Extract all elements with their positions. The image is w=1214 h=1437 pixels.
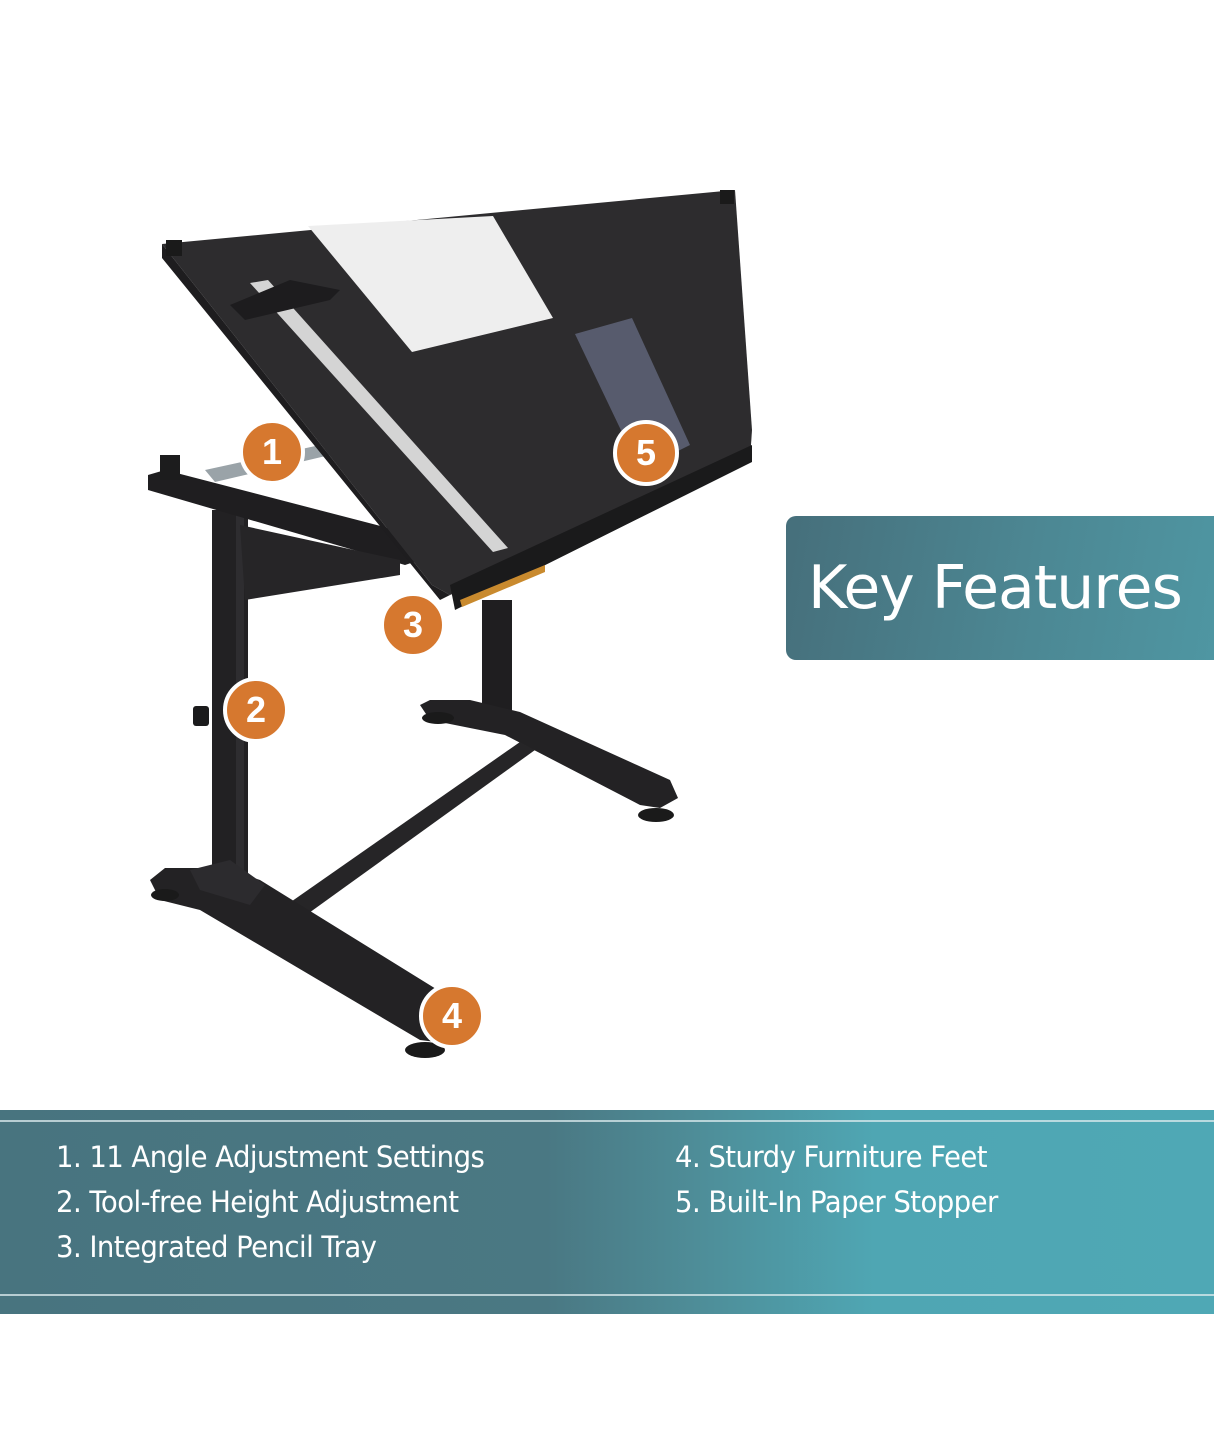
callout-2-number: 2	[245, 689, 267, 730]
callout-5: 5	[613, 420, 679, 486]
callout-1: 1	[239, 419, 305, 485]
feature-item-3: 3. Integrated Pencil Tray	[56, 1230, 377, 1264]
features-band: 1. 11 Angle Adjustment Settings 2. Tool-…	[0, 1110, 1214, 1314]
callout-5-number: 5	[635, 432, 657, 473]
callout-1-number: 1	[261, 431, 283, 472]
features-list: 1. 11 Angle Adjustment Settings 2. Tool-…	[56, 1140, 1156, 1290]
callout-2: 2	[223, 677, 289, 743]
feature-item-2: 2. Tool-free Height Adjustment	[56, 1185, 459, 1219]
band-divider-top	[0, 1120, 1214, 1122]
callout-3-number: 3	[402, 604, 424, 645]
feature-item-5: 5. Built-In Paper Stopper	[675, 1185, 998, 1219]
feature-item-4: 4. Sturdy Furniture Feet	[675, 1140, 988, 1174]
callout-4-number: 4	[441, 995, 463, 1036]
callout-3: 3	[380, 592, 446, 658]
callout-4: 4	[419, 983, 485, 1049]
key-features-title: Key Features	[808, 553, 1183, 623]
band-divider-bottom	[0, 1294, 1214, 1296]
feature-item-1: 1. 11 Angle Adjustment Settings	[56, 1140, 485, 1174]
key-features-banner: Key Features	[786, 516, 1214, 660]
